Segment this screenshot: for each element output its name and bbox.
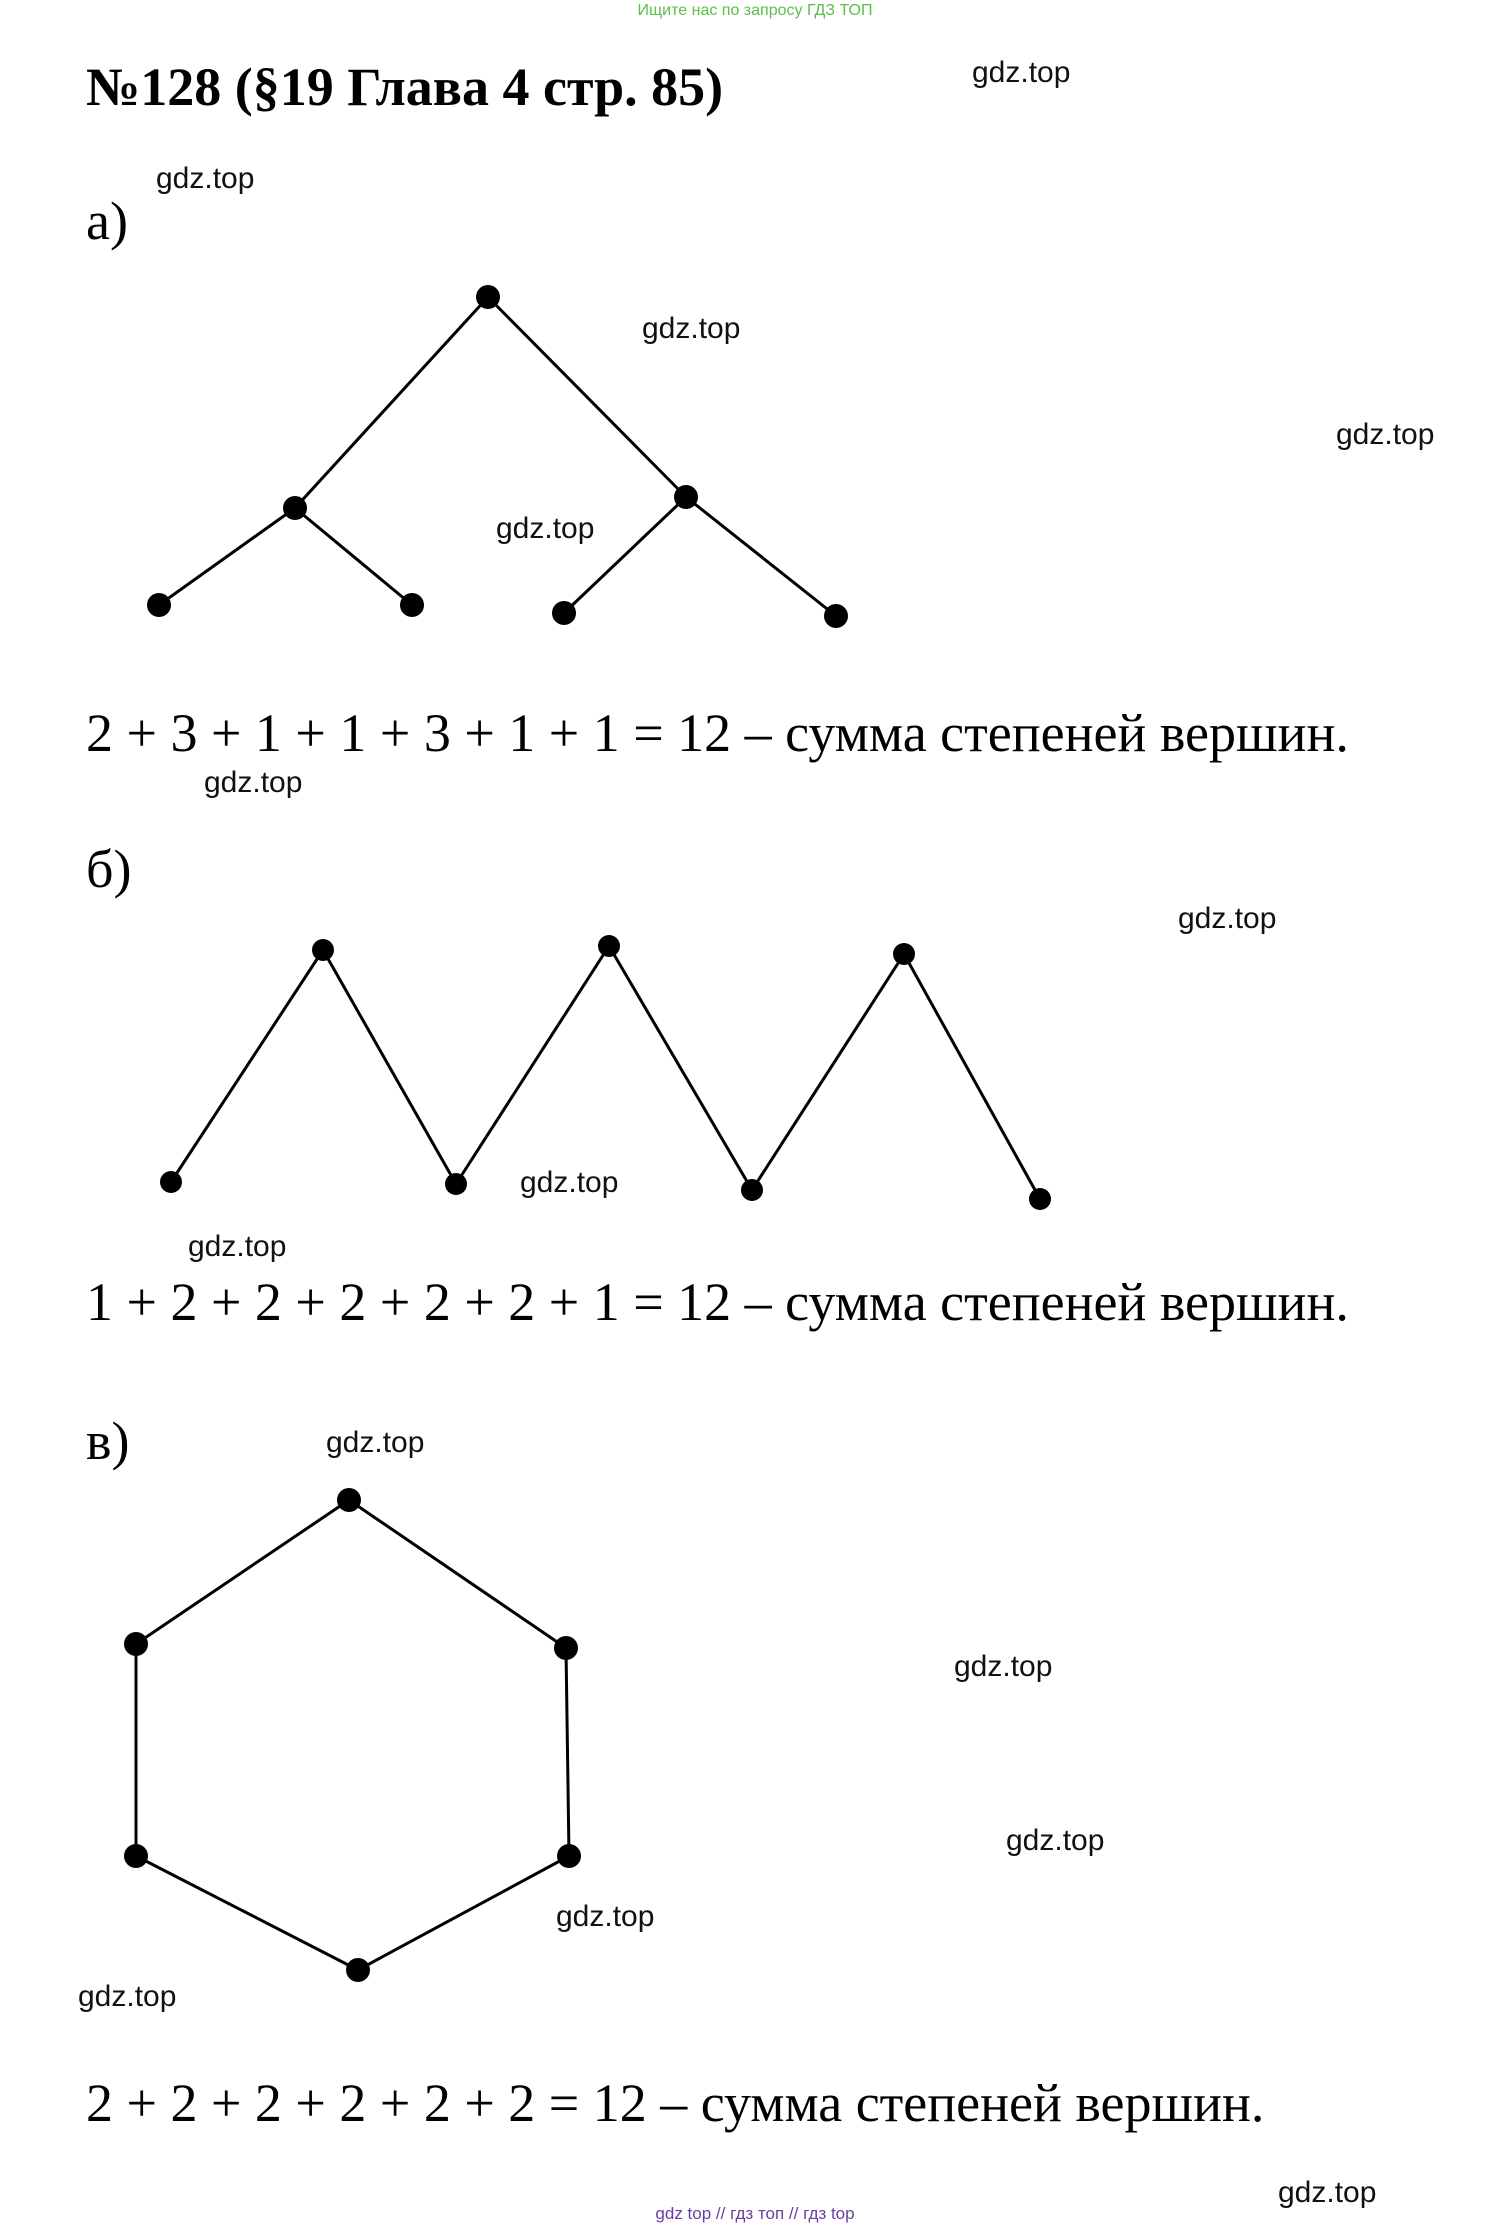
watermark: gdz.top: [972, 56, 1071, 89]
vertex: [346, 1958, 370, 1982]
vertex: [337, 1488, 361, 1512]
edge: [564, 1647, 571, 1857]
part-b-equation: 1 + 2 + 2 + 2 + 2 + 2 + 1 = 12 – сумма с…: [86, 1272, 1349, 1332]
edge: [293, 295, 490, 510]
edge: [357, 1854, 570, 1972]
watermark: gdz.top: [954, 1650, 1053, 1683]
footer-watermark: gdz top // гдз топ // гдз top: [655, 2204, 855, 2223]
edge: [158, 506, 296, 607]
vertex: [147, 593, 171, 617]
edge: [750, 953, 906, 1191]
watermark: gdz.top: [326, 1426, 425, 1459]
page-title: №128 (§19 Глава 4 стр. 85): [86, 57, 724, 117]
edge: [685, 495, 837, 618]
watermark: gdz.top: [188, 1230, 287, 1263]
vertex: [124, 1844, 148, 1868]
watermark: gdz.top: [556, 1900, 655, 1933]
vertex: [598, 935, 620, 957]
edge: [294, 506, 413, 607]
vertex: [476, 285, 500, 309]
part-c-label: в): [86, 1411, 130, 1471]
vertex: [312, 939, 334, 961]
edge: [454, 945, 611, 1185]
vertex: [124, 1632, 148, 1656]
vertex: [160, 1171, 182, 1193]
watermark: gdz.top: [1336, 418, 1435, 451]
watermark: gdz.top: [1178, 902, 1277, 935]
edge: [902, 953, 1042, 1200]
vertex: [557, 1844, 581, 1868]
edge: [135, 1498, 350, 1646]
search-hint-banner: Ищите нас по запросу ГДЗ ТОП: [637, 2, 873, 19]
vertex: [893, 943, 915, 965]
edge: [486, 295, 688, 499]
vertex: [824, 604, 848, 628]
watermark: gdz.top: [496, 512, 595, 545]
vertex: [674, 485, 698, 509]
vertex: [400, 593, 424, 617]
watermark: gdz.top: [78, 1980, 177, 2013]
edge: [562, 495, 688, 615]
edge: [607, 945, 754, 1191]
vertex: [283, 496, 307, 520]
edge: [135, 1854, 359, 1972]
part-c-equation: 2 + 2 + 2 + 2 + 2 + 2 = 12 – сумма степе…: [86, 2073, 1265, 2133]
watermark: gdz.top: [156, 162, 255, 195]
edge: [321, 949, 458, 1185]
edge: [169, 949, 325, 1183]
part-a-label: а): [86, 191, 128, 251]
watermark: gdz.top: [1006, 1824, 1105, 1857]
watermark: gdz.top: [204, 766, 303, 799]
vertex: [554, 1636, 578, 1660]
edge: [348, 1498, 567, 1650]
vertex: [445, 1173, 467, 1195]
watermark: gdz.top: [520, 1166, 619, 1199]
vertex: [741, 1179, 763, 1201]
vertex: [1029, 1188, 1051, 1210]
vertex: [552, 601, 576, 625]
watermark: gdz.top: [642, 312, 741, 345]
part-a-equation: 2 + 3 + 1 + 1 + 3 + 1 + 1 = 12 – сумма с…: [86, 703, 1349, 763]
watermark: gdz.top: [1278, 2176, 1377, 2209]
part-b-label: б): [86, 839, 132, 899]
